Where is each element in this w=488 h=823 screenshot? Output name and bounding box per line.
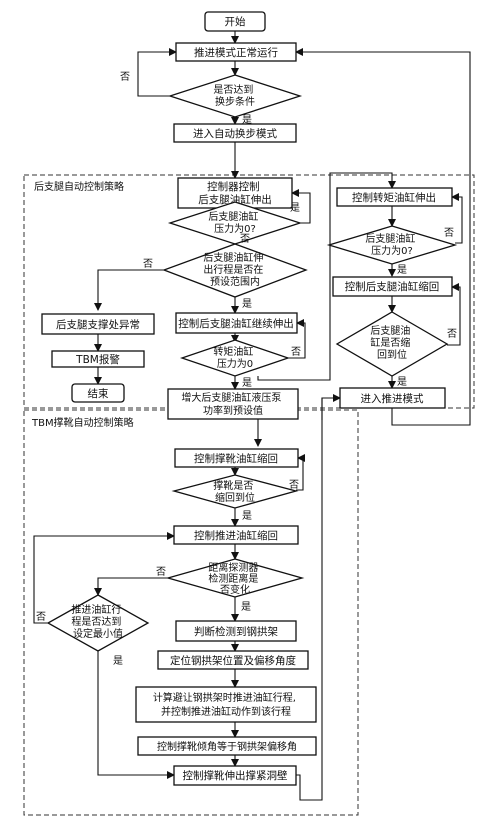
torque-extend-box [336,187,453,207]
auto-step-label: 进入自动换步模式 [193,127,277,140]
end-node [71,383,125,403]
distance-change-diamond [165,558,305,598]
edge-label-r-zero-yes: 是 [397,264,407,276]
rear-retracted-diamond [335,311,449,377]
detect-arch-label: 判断检测到钢拱架 [194,625,278,638]
distance-change-label: 距离探测器 检测距离是 否变化 [208,561,261,596]
compute-stroke-label: 计算避让钢拱架时推进油缸行程, 并控制推进油缸动作到该行程 [153,691,299,718]
edge-label-distance-no: 否 [156,566,166,578]
edge-label-range-no: 否 [143,258,153,270]
ctrl-rear-extend-label: 控制器控制 后支腿油缸伸出 [198,180,272,206]
step-check-diamond [167,74,303,118]
push-retract-label: 控制推进油缸缩回 [194,529,278,542]
region-tbm-support [23,409,359,816]
region-tbm-support-title: TBM撑靴自动控制策略 [31,416,134,429]
increase-pump-label: 增大后支腿油缸液压泵 功率到预设值 [181,391,284,417]
rear-pressure-zero-label: 后支腿油缸 压力为0? [208,210,261,235]
rear-retracted-label: 后支腿油 缸是否缩 回到位 [370,324,413,361]
detect-arch-box [175,620,297,642]
shoe-retract-label: 控制撑靴油缸缩回 [194,452,278,465]
edge-label-pushmin-yes: 是 [113,655,123,667]
torque-extend-label: 控制转矩油缸伸出 [352,191,436,204]
edge-label-retracted-no: 否 [447,328,457,340]
edge-label-step-no: 否 [120,71,130,83]
enter-advance-label: 进入推进模式 [361,392,424,405]
edge-label-pushmin-no: 否 [36,611,46,623]
shoe-retracted-diamond [171,474,299,509]
advance-run-box [175,42,297,62]
rear-continue-label: 控制后支腿油缸继续伸出 [178,317,294,330]
shoe-extend-label: 控制撑靴伸出撑紧洞壁 [183,769,288,782]
enter-advance-box [339,387,446,409]
push-min-label: 推进油缸行 程是否达到 设定最小值 [71,603,124,640]
shoe-tilt-box [137,736,317,756]
advance-run-label: 推进模式正常运行 [194,46,278,59]
shoe-retract-box [174,448,299,468]
tbm-alarm-label: TBM报警 [75,353,120,366]
edge-label-torque-no: 否 [291,346,301,358]
rear-pressure-zero-r-diamond [326,225,458,265]
rear-retract-label: 控制后支腿油缸缩回 [345,280,440,293]
torque-pressure-zero-diamond [179,339,291,377]
edge-label-rear-zero-no: 否 [240,233,250,245]
increase-pump-box [167,388,299,420]
rear-in-range-label: 后支腿油缸伸 出行程是否在 预设范围内 [203,251,266,288]
edge-label-step-yes: 是 [242,114,252,126]
step-check-label: 是否达到 换步条件 [213,84,256,108]
shoe-retracted-label: 撑靴是否 缩回到位 [213,479,256,504]
region-rear-support-title: 后支腿自动控制策略 [34,180,124,193]
rear-abnormal-box [41,313,155,335]
edge-label-range-yes: 是 [242,298,252,310]
rear-retract-box [332,276,453,297]
start-node [204,11,266,32]
push-retract-box [173,525,299,545]
rear-continue-box [175,312,298,334]
shoe-extend-box [173,765,297,786]
edge-label-retracted-yes: 是 [397,376,407,388]
push-min-diamond [46,594,150,652]
locate-arch-label: 定位钢拱架位置及偏移角度 [170,654,296,667]
start-label: 开始 [225,15,246,28]
edge-label-shoe-no: 否 [289,479,299,491]
tbm-alarm-box [51,350,145,368]
shoe-tilt-label: 控制撑靴倾角等于钢拱架偏移角 [157,740,297,753]
rear-in-range-diamond [162,243,308,298]
compute-stroke-box [135,686,317,723]
edge-label-rear-zero-yes: 是 [290,202,300,214]
edge-label-distance-yes: 是 [241,601,251,613]
rear-abnormal-label: 后支腿支撑处异常 [56,318,140,331]
rear-pressure-zero-r-label: 后支腿油缸 压力为0? [365,232,418,257]
auto-step-box [173,123,297,143]
edge-label-torque-yes: 是 [242,377,252,389]
locate-arch-box [157,650,309,670]
edge-label-shoe-yes: 是 [242,510,252,522]
end-label: 结束 [88,387,109,400]
torque-pressure-zero-label: 转矩油缸 压力为0 [213,345,256,370]
edge-label-r-zero-no: 否 [444,227,454,239]
